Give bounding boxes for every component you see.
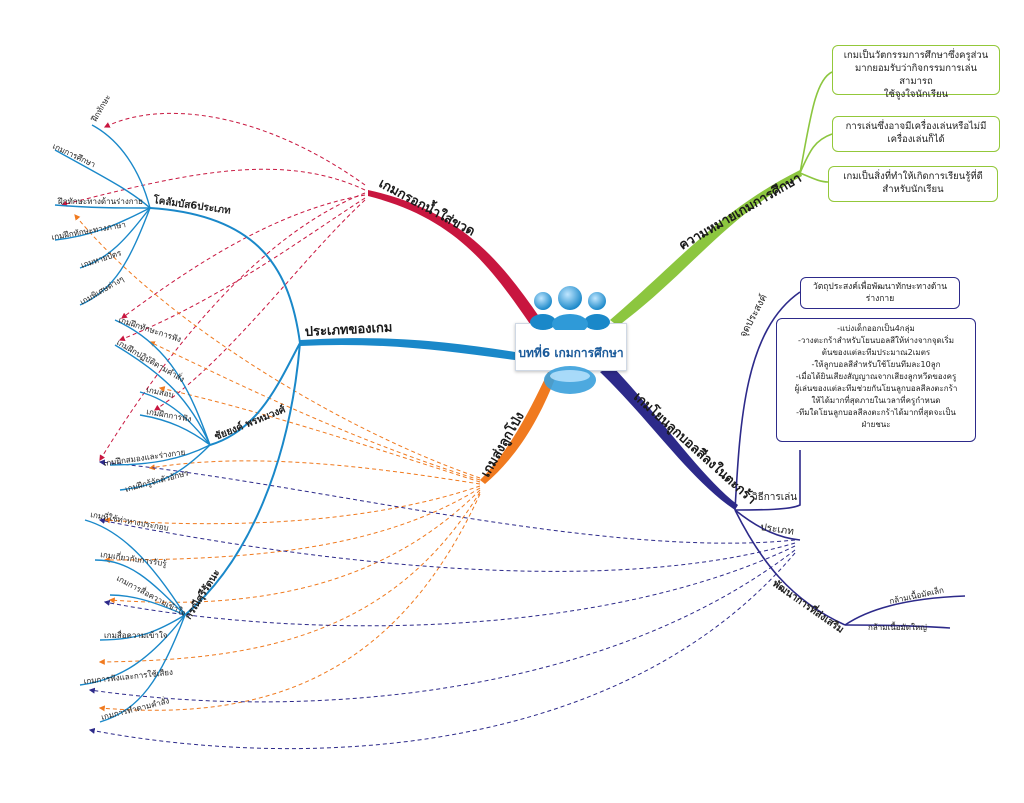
- howto-label: วิธีการเล่น: [752, 491, 798, 503]
- group-label-kanit: กรณีศุรีรัตนะ: [182, 567, 222, 621]
- center-title: บทที่6 เกมการศึกษา: [518, 346, 624, 360]
- leaf-item: เกมเกี่ยวกับการรับรู้: [100, 548, 169, 569]
- relation-lines-ball-game: [88, 459, 796, 750]
- ball-game-connectors: [734, 291, 966, 629]
- howto-line: ผู้เล่นของแต่ละทีมช่วยกันโยนลูกบอลสีลงตะ…: [794, 384, 958, 393]
- relation-lines-pingpong: [74, 214, 481, 712]
- meaning-line: มากยอมรับว่ากิจกรรมการเล่นสามารถ: [855, 63, 977, 87]
- howto-box: -แบ่งเด็กออกเป็น4กลุ่ม -วางตะกร้าสำหรับโ…: [776, 318, 976, 442]
- people-group-icon: [530, 286, 610, 330]
- leaf-item: เกมการทำตามคำสั่ง: [100, 694, 171, 722]
- purpose-box: วัตถุประสงค์เพื่อพัฒนาทักษะทางด้าน ร่างก…: [800, 277, 960, 309]
- leaf-item: เกมทายบัตร: [80, 248, 123, 270]
- skill-item: กล้ามเนื้อมัดเล็ก: [888, 584, 945, 606]
- branch-ball-game: [600, 366, 738, 510]
- howto-line: -เมื่อได้ยินเสียงสัญญาณจากเสียงลูกหวีดขอ…: [795, 372, 957, 381]
- group-label-columbus: โคลัมบัส6ประเภท: [152, 193, 232, 217]
- skill-item: กล้ามเนื้อมัดใหญ่: [868, 621, 927, 632]
- leaf-item: เกมที่ใช้ท่าทางประกอบ: [90, 508, 170, 533]
- skills-label: พัฒนาการที่ส่งเสริม: [770, 576, 847, 636]
- meaning-line: เกมเป็นวัตกรรมการศึกษาซึ่งครูส่วน: [843, 50, 989, 61]
- branch-pingpong: [480, 372, 556, 484]
- pingpong-branch-label: เกมส่งลูกโป่ง: [477, 409, 528, 480]
- leaf-item: เกมฝึกปฏิบัติตามคำสั่ง: [115, 336, 187, 384]
- types-leaf-connectors: [54, 124, 211, 723]
- meaning-item-box: เกมเป็นวัตกรรมการศึกษาซึ่งครูส่วน มากยอม…: [832, 45, 1000, 100]
- meaning-line: สำหรับนักเรียน: [882, 184, 944, 195]
- leaf-item: ฝึกทักษะ: [89, 93, 112, 124]
- relation-lines-water-game: [60, 112, 366, 462]
- leaf-item: เกมสอบ: [146, 385, 175, 400]
- icon-reflection: [544, 366, 596, 394]
- meaning-line: เกมเป็นสิ่งที่ทำให้เกิดการเรียนรู้ที่ดี: [843, 171, 983, 182]
- purpose-label: จุดประสงค์: [737, 292, 770, 339]
- purpose-line: ร่างกาย: [865, 294, 895, 304]
- branch-meaning: [610, 170, 802, 326]
- howto-line: ให้ได้มากที่สุดภายในเวลาที่ครูกำหนด: [811, 396, 941, 405]
- types-branch-label: ประเภทของเกม: [304, 320, 392, 340]
- howto-line: -วางตะกร้าสำหรับโยนบอลสีให้ห่างจากจุดเริ…: [797, 336, 955, 345]
- water-game-branch-label: เกมกรอกน้ำใส่ขวด: [376, 173, 479, 240]
- types-connectors: [149, 207, 301, 616]
- leaf-item: เกมการฟังและการใช้เสียง: [83, 668, 173, 686]
- purpose-line: วัตถุประสงค์เพื่อพัฒนาทักษะทางด้าน: [812, 282, 948, 292]
- howto-line: -ทีมใดโยนลูกบอลสีลงตะกร้าได้มากที่สุดจะเ…: [796, 408, 956, 417]
- meaning-line: การเล่นซึ่งอาจมีเครื่องเล่นหรือไม่มี: [845, 121, 987, 132]
- meaning-line: ใช้จูงใจนักเรียน: [883, 89, 949, 100]
- leaf-item: เกมฝึกทักษะทางภาษา: [51, 220, 127, 242]
- central-topic: บทที่6 เกมการศึกษา: [515, 323, 627, 371]
- leaf-item: เกมฝึกทักษะการฟัง: [117, 315, 182, 344]
- meaning-line: เครื่องเล่นก็ได้: [887, 134, 945, 145]
- leaf-item: เกมสื่อความเข้าใจ: [104, 629, 168, 640]
- meaning-item-box: เกมเป็นสิ่งที่ทำให้เกิดการเรียนรู้ที่ดี …: [828, 166, 998, 202]
- leaf-item: เกมฝึกรู้จักตัวอักษร: [124, 468, 190, 495]
- leaf-item: เกมการสื่อความเข้าใจ: [115, 572, 188, 618]
- leaf-item: เกมพิเศษต่างๆ: [79, 274, 126, 306]
- howto-line: ต้นของแต่ละทีมประมาณ2เมตร: [821, 348, 931, 357]
- branch-water-game: [368, 190, 540, 324]
- howto-line: ฝ่ายชนะ: [861, 420, 891, 429]
- leaf-item: เกมฝึกสมองและร่างกาย: [103, 448, 186, 468]
- meaning-item-box: การเล่นซึ่งอาจมีเครื่องเล่นหรือไม่มี เคร…: [832, 116, 1000, 152]
- meaning-branch-label: ความหมายเกมการศึกษา: [676, 170, 804, 253]
- howto-line: -ให้ลูกบอลสีสำหรับใช้โยนทีมละ10ลูก: [811, 360, 941, 369]
- leaf-item: เกมฝึกการฟัง: [146, 407, 193, 424]
- meaning-connectors: [799, 71, 833, 183]
- ball-game-branch-label: เกมโยนลูกบอลสีลงในตะกร้า: [630, 388, 760, 507]
- category-label: ประเภท: [760, 522, 795, 538]
- leaf-item: เกมการศึกษา: [51, 142, 97, 170]
- leaf-item: ฝึกทักษะทางด้านร่างกาย: [57, 197, 143, 206]
- branch-types: [300, 338, 515, 360]
- howto-line: -แบ่งเด็กออกเป็น4กลุ่ม: [837, 324, 915, 333]
- group-label-chaiyong: ชัยยงค์ พรหมวงศ์: [213, 403, 288, 443]
